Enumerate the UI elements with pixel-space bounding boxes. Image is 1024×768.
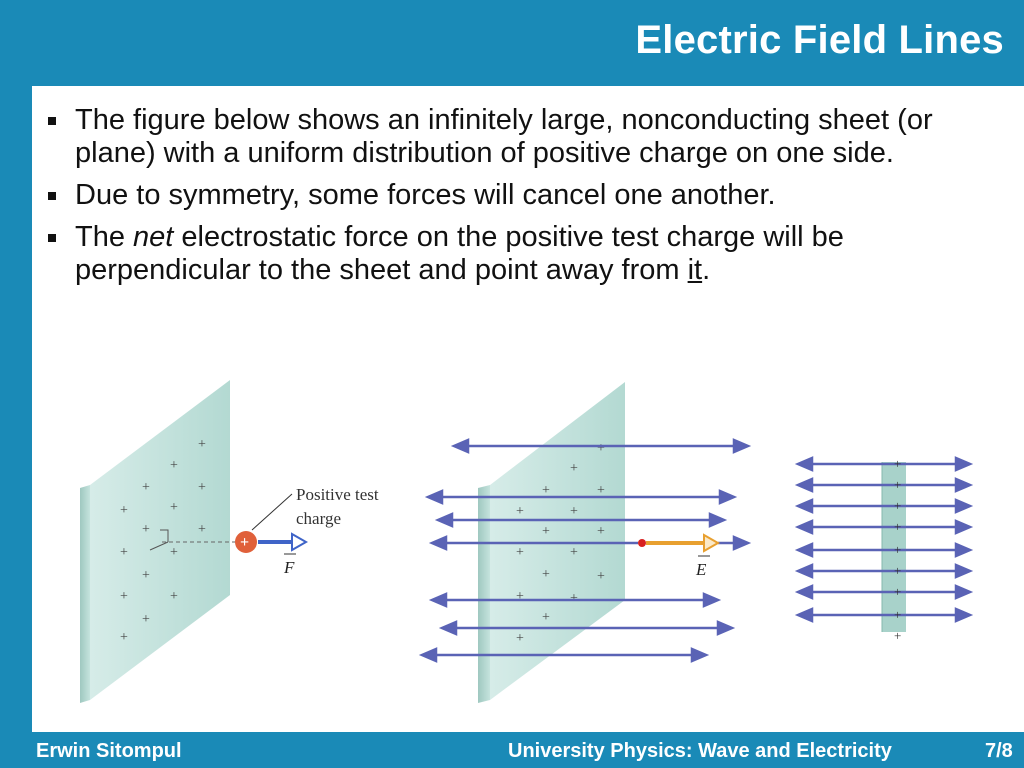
bullet-text-emphasis: net [133, 221, 174, 253]
sheet-charges: + + + + + + + + + + + + + + + [120, 437, 206, 645]
svg-text:+: + [597, 569, 605, 584]
field-arrow-head [703, 533, 721, 553]
test-charge-plus: + [240, 534, 249, 551]
bullet-text: Due to symmetry, some forces will cancel… [75, 179, 776, 211]
bullet-square-icon [48, 192, 56, 200]
bullet-text-mid: electrostatic force on the positive test… [75, 221, 844, 286]
bullet-list: The figure below shows an infinitely lar… [48, 104, 998, 296]
svg-text:+: + [142, 480, 150, 495]
positive-test-label: Positive test [296, 485, 379, 504]
bullet-item: The net electrostatic force on the posit… [48, 221, 998, 287]
svg-text:+: + [894, 477, 901, 492]
svg-text:+: + [120, 630, 128, 645]
right-angle-marker [160, 529, 169, 542]
svg-text:+: + [570, 591, 578, 606]
page-number: 7/8 [985, 740, 1013, 762]
sheet-face [490, 382, 625, 700]
slide-title: Electric Field Lines [635, 18, 1004, 62]
svg-text:+: + [170, 500, 178, 515]
svg-text:+: + [894, 628, 901, 643]
charged-sheet-figure: + + + + + + + + + + + + + + + + F Positive test ch… [80, 380, 974, 703]
bullet-text-underlined: it [687, 254, 703, 286]
svg-text:+: + [516, 631, 524, 646]
sheet-edge [80, 485, 90, 703]
footer-author: Erwin Sitompul [36, 740, 182, 762]
sheet-edge-on [882, 462, 906, 632]
field-label: E [695, 560, 707, 579]
svg-text:+: + [894, 542, 901, 557]
svg-text:+: + [894, 519, 901, 534]
svg-text:+: + [894, 607, 901, 622]
svg-text:+: + [120, 545, 128, 560]
svg-text:+: + [198, 522, 206, 537]
test-point [638, 539, 646, 547]
svg-text:+: + [170, 458, 178, 473]
svg-text:+: + [198, 480, 206, 495]
force-label: F [283, 558, 295, 577]
positive-test-charge [235, 531, 257, 553]
bullet-text-pre: The [75, 221, 134, 253]
svg-text:+: + [516, 589, 524, 604]
svg-text:+: + [198, 437, 206, 452]
svg-text:+: + [570, 461, 578, 476]
svg-text:+: + [597, 441, 605, 456]
sheet-with-test-charge: + + + + + + + + + + + + + + + + F Positive test ch… [80, 380, 379, 703]
svg-text:+: + [894, 498, 901, 513]
bullet-item: Due to symmetry, some forces will cancel… [48, 179, 998, 212]
svg-text:+: + [597, 524, 605, 539]
bullet-text: The figure below shows an infinitely lar… [75, 104, 933, 169]
svg-text:+: + [542, 524, 550, 539]
svg-text:+: + [542, 483, 550, 498]
svg-text:+: + [170, 589, 178, 604]
svg-text:+: + [597, 483, 605, 498]
svg-text:+: + [542, 567, 550, 582]
field-lines [418, 438, 752, 663]
svg-text:+: + [570, 504, 578, 519]
bullet-square-icon [48, 117, 56, 125]
sheet-edge [478, 485, 490, 703]
svg-text:+: + [120, 589, 128, 604]
svg-text:+: + [170, 545, 178, 560]
svg-text:+: + [120, 503, 128, 518]
sheet-charges: + + + + + + + + + + + + + + + + [516, 441, 605, 646]
svg-text:+: + [542, 610, 550, 625]
sheet-edge-on-view: + + + + + + + + + [794, 456, 974, 643]
bullet-text-post: . [702, 254, 711, 286]
svg-text:+: + [142, 568, 150, 583]
svg-text:+: + [894, 456, 901, 471]
bullet-item: The figure below shows an infinitely lar… [48, 104, 998, 170]
svg-text:+: + [516, 504, 524, 519]
edge-charges: + + + + + + + + + [894, 456, 901, 643]
svg-text:+: + [516, 545, 524, 560]
svg-text:+: + [894, 563, 901, 578]
footer-course: University Physics: Wave and Electricity [508, 740, 892, 762]
bullet-square-icon [48, 234, 56, 242]
sheet-with-field-lines: + + + + + + + + + + + + + + + + E [418, 382, 752, 703]
svg-text:+: + [142, 522, 150, 537]
svg-text:+: + [142, 612, 150, 627]
right-angle-base [149, 541, 169, 551]
label-pointer-line [251, 493, 293, 531]
svg-text:+: + [894, 584, 901, 599]
svg-text:+: + [570, 545, 578, 560]
charge-label: charge [296, 509, 341, 528]
sheet-face [90, 380, 230, 700]
edge-field-lines [794, 456, 974, 623]
force-arrow-head [291, 532, 309, 552]
